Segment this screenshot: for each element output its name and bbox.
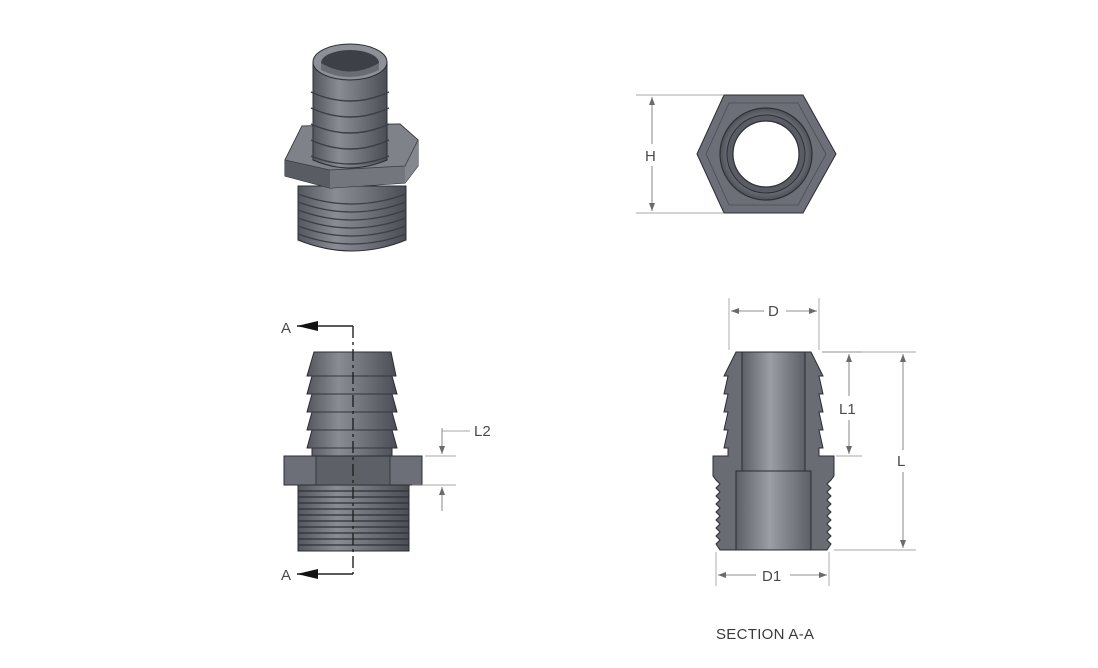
- iso-threads: [297, 193, 407, 245]
- section-caption: SECTION A-A: [716, 626, 814, 643]
- isometric-view: [284, 43, 419, 252]
- section-arrow-bottom: [297, 569, 318, 579]
- label-d1: D1: [762, 568, 781, 585]
- front-view: [283, 321, 423, 579]
- label-l: L: [897, 453, 905, 470]
- label-d: D: [768, 303, 779, 320]
- label-h: H: [645, 148, 656, 165]
- dimension-d: [728, 298, 820, 350]
- dimension-l2: [412, 428, 470, 511]
- dimension-h: [636, 94, 724, 214]
- iso-barbs: [310, 91, 390, 165]
- section-label-bottom: A: [281, 567, 291, 584]
- dimension-l: [822, 351, 916, 551]
- label-l2: L2: [474, 423, 491, 440]
- dimension-d1: [715, 552, 830, 586]
- label-l1: L1: [839, 401, 856, 418]
- top-view: [696, 94, 837, 214]
- section-label-top: A: [281, 320, 291, 337]
- section-arrow-top: [297, 321, 318, 331]
- section-view: [712, 351, 835, 551]
